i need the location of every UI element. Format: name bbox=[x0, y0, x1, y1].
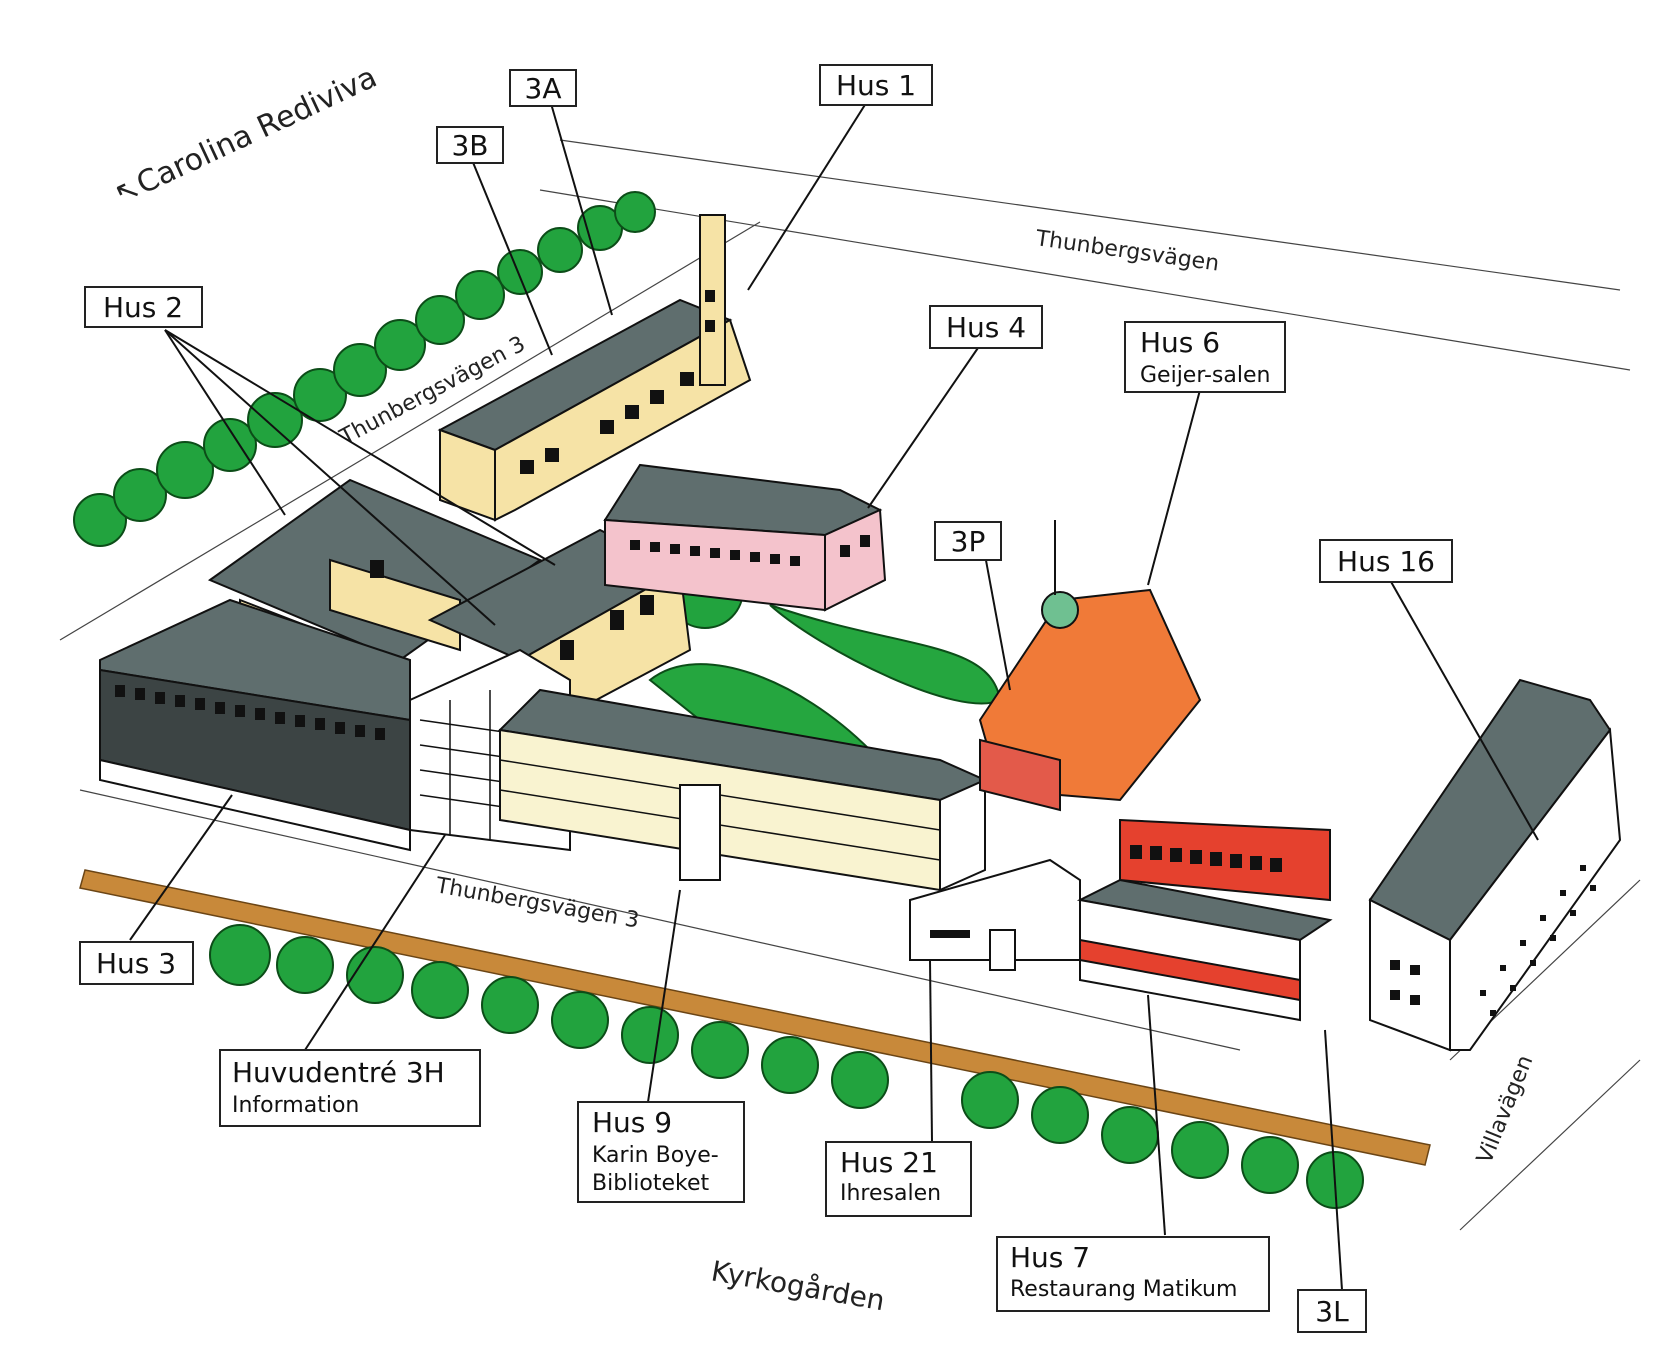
hus7-building bbox=[1076, 818, 1333, 1022]
svg-text:3P: 3P bbox=[951, 525, 986, 558]
svg-text:Biblioteket: Biblioteket bbox=[592, 1171, 710, 1196]
svg-text:Hus 16: Hus 16 bbox=[1337, 545, 1435, 578]
thunbergsvagen3-lower-label: Thunbergsvägen 3 bbox=[433, 873, 641, 934]
label-hus21[interactable]: Hus 21 Ihresalen bbox=[825, 1141, 972, 1217]
label-3p[interactable]: 3P bbox=[934, 521, 1002, 561]
svg-text:Hus 9: Hus 9 bbox=[592, 1106, 672, 1139]
label-3l[interactable]: 3L bbox=[1297, 1289, 1367, 1333]
hus3-building bbox=[99, 598, 411, 852]
svg-text:Geijer-salen: Geijer-salen bbox=[1140, 363, 1270, 388]
hus16-building bbox=[1368, 678, 1622, 1052]
carolina-label: ↖Carolina Rediviva bbox=[109, 60, 383, 212]
svg-text:Hus 7: Hus 7 bbox=[1010, 1241, 1090, 1274]
hus9-building bbox=[497, 688, 988, 892]
leader-lines bbox=[129, 99, 1539, 1291]
svg-text:Hus 4: Hus 4 bbox=[946, 311, 1026, 344]
svg-text:Huvudentré 3H: Huvudentré 3H bbox=[232, 1056, 445, 1089]
svg-text:Information: Information bbox=[232, 1093, 359, 1118]
label-hus9[interactable]: Hus 9 Karin Boye- Biblioteket bbox=[577, 1101, 745, 1203]
lawn-south bbox=[648, 663, 873, 752]
hus4-building bbox=[603, 463, 887, 612]
villavagen-label: Villavägen bbox=[1472, 1052, 1538, 1167]
label-3b[interactable]: 3B bbox=[436, 126, 504, 164]
hus6-building bbox=[978, 520, 1202, 812]
svg-text:3L: 3L bbox=[1315, 1295, 1349, 1328]
svg-text:3B: 3B bbox=[451, 129, 488, 162]
svg-text:Hus 6: Hus 6 bbox=[1140, 326, 1220, 359]
svg-text:3A: 3A bbox=[525, 72, 562, 105]
label-hus2[interactable]: Hus 2 bbox=[84, 286, 203, 328]
thunbergsvagen-top-label: Thunbergsvägen bbox=[1033, 226, 1220, 277]
label-hus1[interactable]: Hus 1 bbox=[819, 64, 933, 106]
tree-row-north bbox=[73, 191, 656, 547]
label-huvudentre[interactable]: Huvudentré 3H Information bbox=[219, 1049, 481, 1127]
label-3a[interactable]: 3A bbox=[509, 69, 577, 107]
svg-text:Ihresalen: Ihresalen bbox=[840, 1181, 941, 1206]
svg-text:Hus 3: Hus 3 bbox=[96, 947, 176, 980]
label-hus6[interactable]: Hus 6 Geijer-salen bbox=[1124, 321, 1286, 393]
hus1-building bbox=[437, 214, 752, 522]
cemetery-path bbox=[79, 869, 1431, 1166]
label-hus7[interactable]: Hus 7 Restaurang Matikum bbox=[996, 1236, 1270, 1312]
svg-text:Hus 2: Hus 2 bbox=[103, 291, 183, 324]
kyrkogarden-label: Kyrkogården bbox=[709, 1254, 888, 1317]
svg-text:Hus 1: Hus 1 bbox=[836, 69, 916, 102]
lawn-north bbox=[769, 604, 1002, 705]
label-hus4[interactable]: Hus 4 bbox=[929, 305, 1043, 349]
svg-text:Restaurang Matikum: Restaurang Matikum bbox=[1010, 1277, 1237, 1302]
label-hus3[interactable]: Hus 3 bbox=[79, 941, 194, 985]
svg-text:Hus 21: Hus 21 bbox=[840, 1146, 938, 1179]
svg-text:Karin Boye-: Karin Boye- bbox=[592, 1143, 719, 1168]
label-hus16[interactable]: Hus 16 bbox=[1319, 539, 1453, 583]
